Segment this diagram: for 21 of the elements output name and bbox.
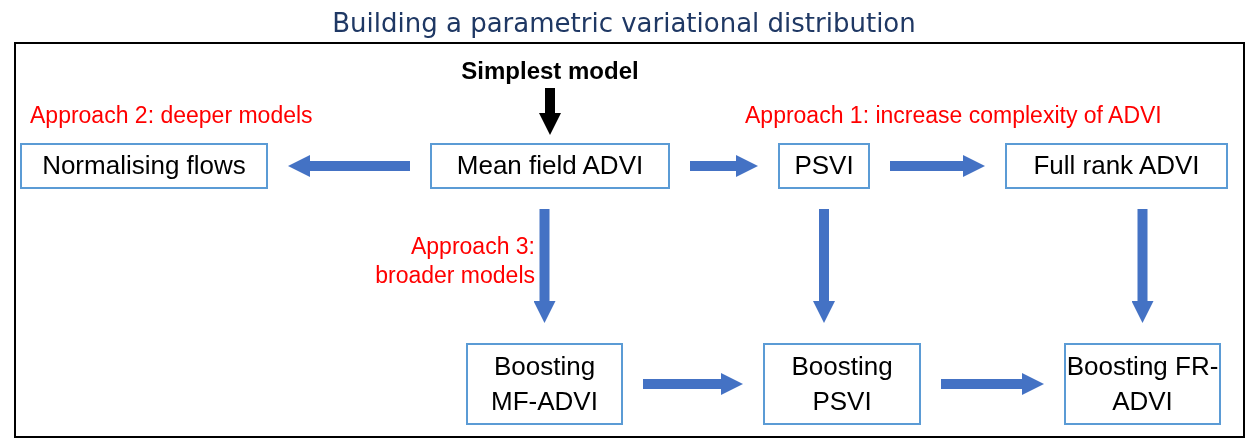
block-arrow [941,373,1044,395]
block-arrow [890,155,985,177]
block-arrow [539,88,561,135]
approach-label: Approach 2: deeper models [30,101,314,130]
method-box: Boosting FR-ADVI [1064,343,1221,425]
method-box: Boosting PSVI [763,343,921,425]
method-box: Mean field ADVI [430,143,670,189]
method-box: PSVI [778,143,870,189]
start-label: Simplest model [455,56,645,86]
method-box: Boosting MF-ADVI [466,343,623,425]
block-arrow [1131,209,1154,323]
block-arrow [533,209,556,323]
method-box: Normalising flows [20,143,268,189]
method-box: Full rank ADVI [1005,143,1228,189]
title: Building a parametric variational distribution [331,7,917,40]
approach-label: Approach 3: broader models [374,232,535,290]
block-arrow [643,373,743,395]
approach-label: Approach 1: increase complexity of ADVI [745,101,1163,130]
block-arrow [288,155,410,177]
block-arrow [690,155,758,177]
block-arrow [813,209,835,323]
